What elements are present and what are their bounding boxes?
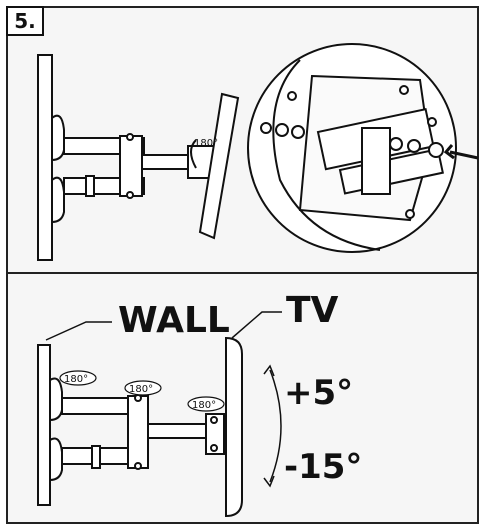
swivel-angle-2: 180° [129,384,153,395]
bottom-arm [61,394,225,470]
tilt-up-label: +5° [284,373,353,413]
insert-arrow-icon [449,150,479,160]
top-tv-panel [198,92,240,240]
bottom-tv-panel [225,336,243,518]
swivel-angle-1: 180° [64,374,88,385]
swivel-angle-3: 180° [192,400,216,411]
top-wall-mount [37,54,65,261]
panel-divider [6,272,479,274]
swivel-markers [59,370,225,412]
top-arm [63,133,215,199]
bottom-wall-mount [37,344,63,506]
tilt-down-label: -15° [284,447,362,487]
label-leaders [45,311,282,341]
tilt-arc [263,364,282,488]
detail-magnifier [247,43,479,253]
swivel-angle-4: 180° [194,138,218,149]
step-number: 5. [6,6,44,36]
wall-label: WALL [118,300,230,341]
tv-label: TV [286,290,339,331]
